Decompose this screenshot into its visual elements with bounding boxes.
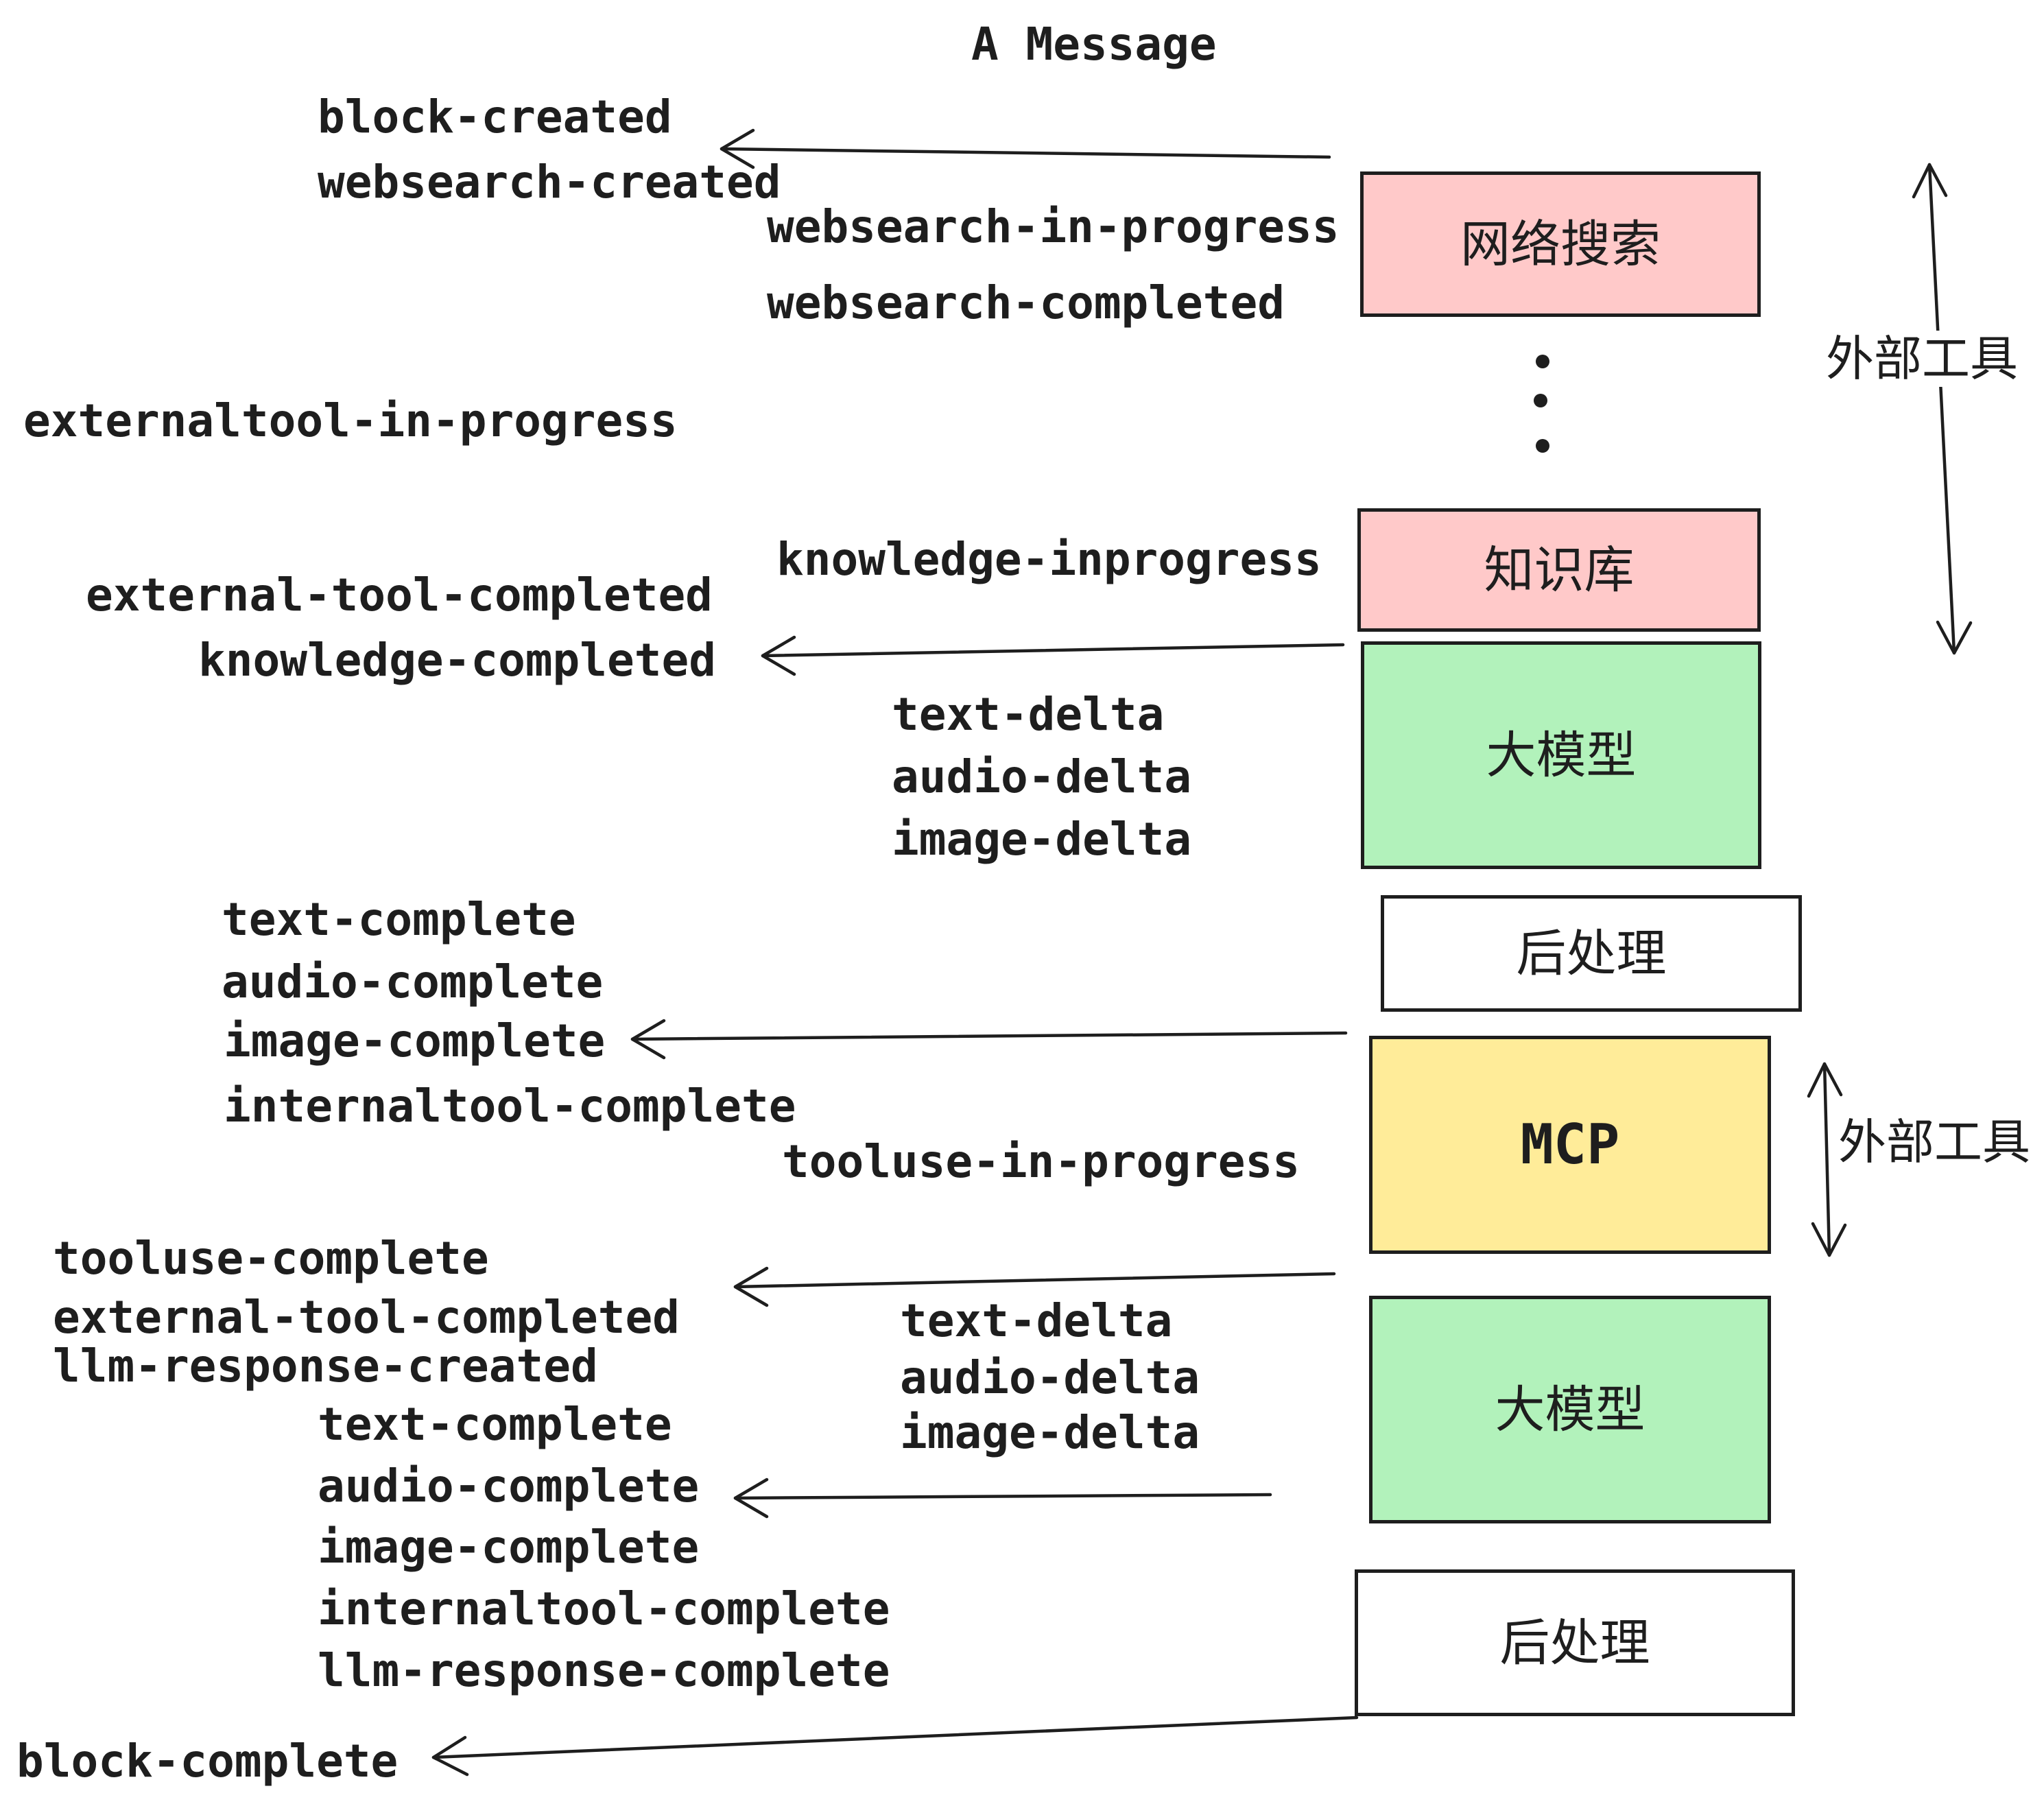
event-text-delta-1: text-delta [892,688,1165,741]
arrow-knowledge-completed [761,635,1345,676]
box-postprocess-1: 后处理 [1381,895,1802,1012]
event-audio-complete-2: audio-complete [318,1460,700,1512]
event-image-delta-2: image-delta [900,1406,1200,1459]
event-internaltool-complete-1: internaltool-complete [224,1080,796,1132]
ellipsis-dots [1534,355,1549,453]
box-knowledge: 知识库 [1357,508,1761,632]
box-postprocess-1-label: 后处理 [1516,924,1667,983]
page-title: A Message [971,18,1217,71]
arrow-external-tools-top [1912,163,1973,655]
event-knowledge-inprogress: knowledge-inprogress [776,533,1322,586]
event-llm-response-complete: llm-response-complete [318,1644,890,1697]
arrow-external-tools-mcp [1807,1062,1847,1257]
box-websearch-label: 网络搜索 [1460,215,1661,274]
box-mcp: MCP [1369,1036,1771,1254]
box-websearch: 网络搜索 [1360,171,1761,317]
box-llm-1: 大模型 [1361,641,1761,869]
arrow-block-created [720,128,1331,169]
box-llm-2-label: 大模型 [1495,1380,1645,1439]
external-tools-label-mcp: 外部工具 [1838,1114,2030,1170]
box-llm-2: 大模型 [1369,1296,1771,1523]
arrow-block-complete [431,1716,1359,1777]
event-text-complete-1: text-complete [222,893,576,946]
arrow-tooluse-complete [733,1266,1336,1307]
box-postprocess-2: 后处理 [1355,1569,1795,1716]
box-postprocess-2-label: 后处理 [1499,1613,1650,1672]
event-image-delta-1: image-delta [892,813,1192,866]
external-tools-label-top: 外部工具 [1819,331,2025,387]
event-text-delta-2: text-delta [900,1294,1173,1347]
box-knowledge-label: 知识库 [1484,541,1635,600]
event-external-tool-completed-2: external-tool-completed [53,1291,680,1344]
event-externaltool-in-progress: externaltool-in-progress [23,394,678,447]
event-llm-response-created: llm-response-created [53,1340,598,1392]
event-websearch-in-progress: websearch-in-progress [767,200,1340,253]
event-websearch-created: websearch-created [318,156,781,209]
event-external-tool-completed-1: external-tool-completed [86,569,713,621]
event-image-complete-1: image-complete [224,1014,606,1067]
ellipsis-dot [1536,439,1549,453]
event-audio-complete-1: audio-complete [222,956,604,1008]
event-knowledge-completed: knowledge-completed [198,634,716,687]
ellipsis-dot [1534,394,1547,407]
event-audio-delta-1: audio-delta [892,750,1192,803]
event-internaltool-complete-2: internaltool-complete [318,1582,890,1635]
event-block-complete: block-complete [16,1735,399,1788]
event-tooluse-complete: tooluse-complete [53,1232,489,1285]
box-llm-1-label: 大模型 [1486,726,1637,785]
box-mcp-label: MCP [1520,1113,1620,1176]
event-block-created: block-created [318,91,672,143]
event-audio-delta-2: audio-delta [900,1351,1200,1404]
event-websearch-completed: websearch-completed [767,276,1285,329]
event-text-complete-2: text-complete [318,1398,672,1451]
ellipsis-dot [1536,355,1549,368]
event-image-complete-2: image-complete [318,1521,700,1574]
arrow-image-complete [630,1019,1348,1060]
event-tooluse-in-progress: tooluse-in-progress [782,1135,1300,1188]
arrow-audio-complete [733,1477,1272,1519]
